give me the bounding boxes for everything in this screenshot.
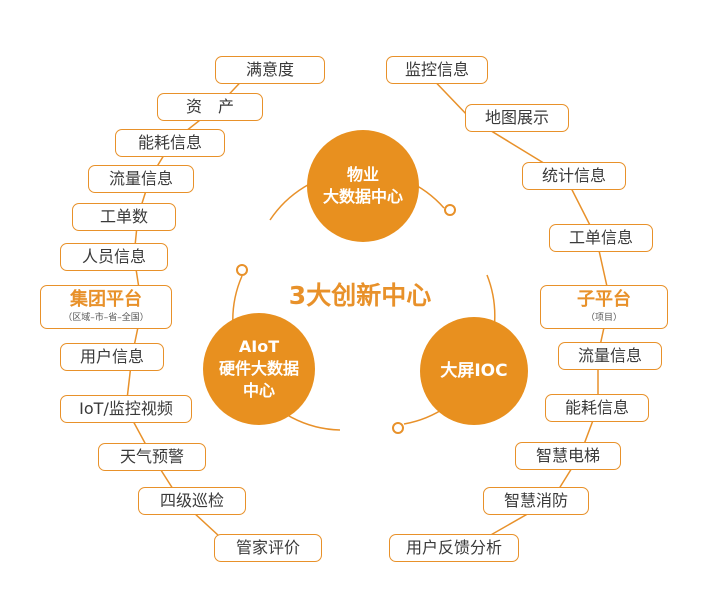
left-item: 流量信息: [88, 165, 194, 193]
center-title: 3大创新中心: [288, 281, 432, 310]
right-item: 监控信息: [386, 56, 488, 84]
arc-end-dot: [236, 264, 248, 276]
hub-screen-ioc: 大屏IOC: [420, 317, 528, 425]
left-item: 满意度: [215, 56, 325, 84]
left-item: 管家评价: [214, 534, 322, 562]
left-item-sublabel: （区域–市–省–全国）: [63, 313, 149, 323]
arc-end-dot: [392, 422, 404, 434]
hub-property-data-center: 物业 大数据中心: [307, 130, 419, 242]
right-item: 工单信息: [549, 224, 653, 252]
left-item: 用户信息: [60, 343, 164, 371]
left-item: 能耗信息: [115, 129, 225, 157]
right-item-label: 子平台: [577, 289, 631, 310]
right-item-sublabel: （项目）: [585, 313, 622, 323]
right-item: 地图展示: [465, 104, 569, 132]
right-item: 子平台 （项目）: [540, 285, 668, 329]
right-item: 统计信息: [522, 162, 626, 190]
right-item: 智慧电梯: [515, 442, 621, 470]
left-item: 四级巡检: [138, 487, 246, 515]
right-item: 能耗信息: [545, 394, 649, 422]
left-item: 工单数: [72, 203, 176, 231]
right-item: 用户反馈分析: [389, 534, 519, 562]
arc-end-dot: [444, 204, 456, 216]
hub-aiot-hardware-data-center: AIoT 硬件大数据 中心: [203, 313, 315, 425]
left-item: 集团平台 （区域–市–省–全国）: [40, 285, 172, 329]
right-item: 流量信息: [558, 342, 662, 370]
left-item: 天气预警: [98, 443, 206, 471]
left-item: 人员信息: [60, 243, 168, 271]
left-item-label: 集团平台: [70, 289, 142, 310]
right-item: 智慧消防: [483, 487, 589, 515]
left-item: 资 产: [157, 93, 263, 121]
left-item: IoT/监控视频: [60, 395, 192, 423]
